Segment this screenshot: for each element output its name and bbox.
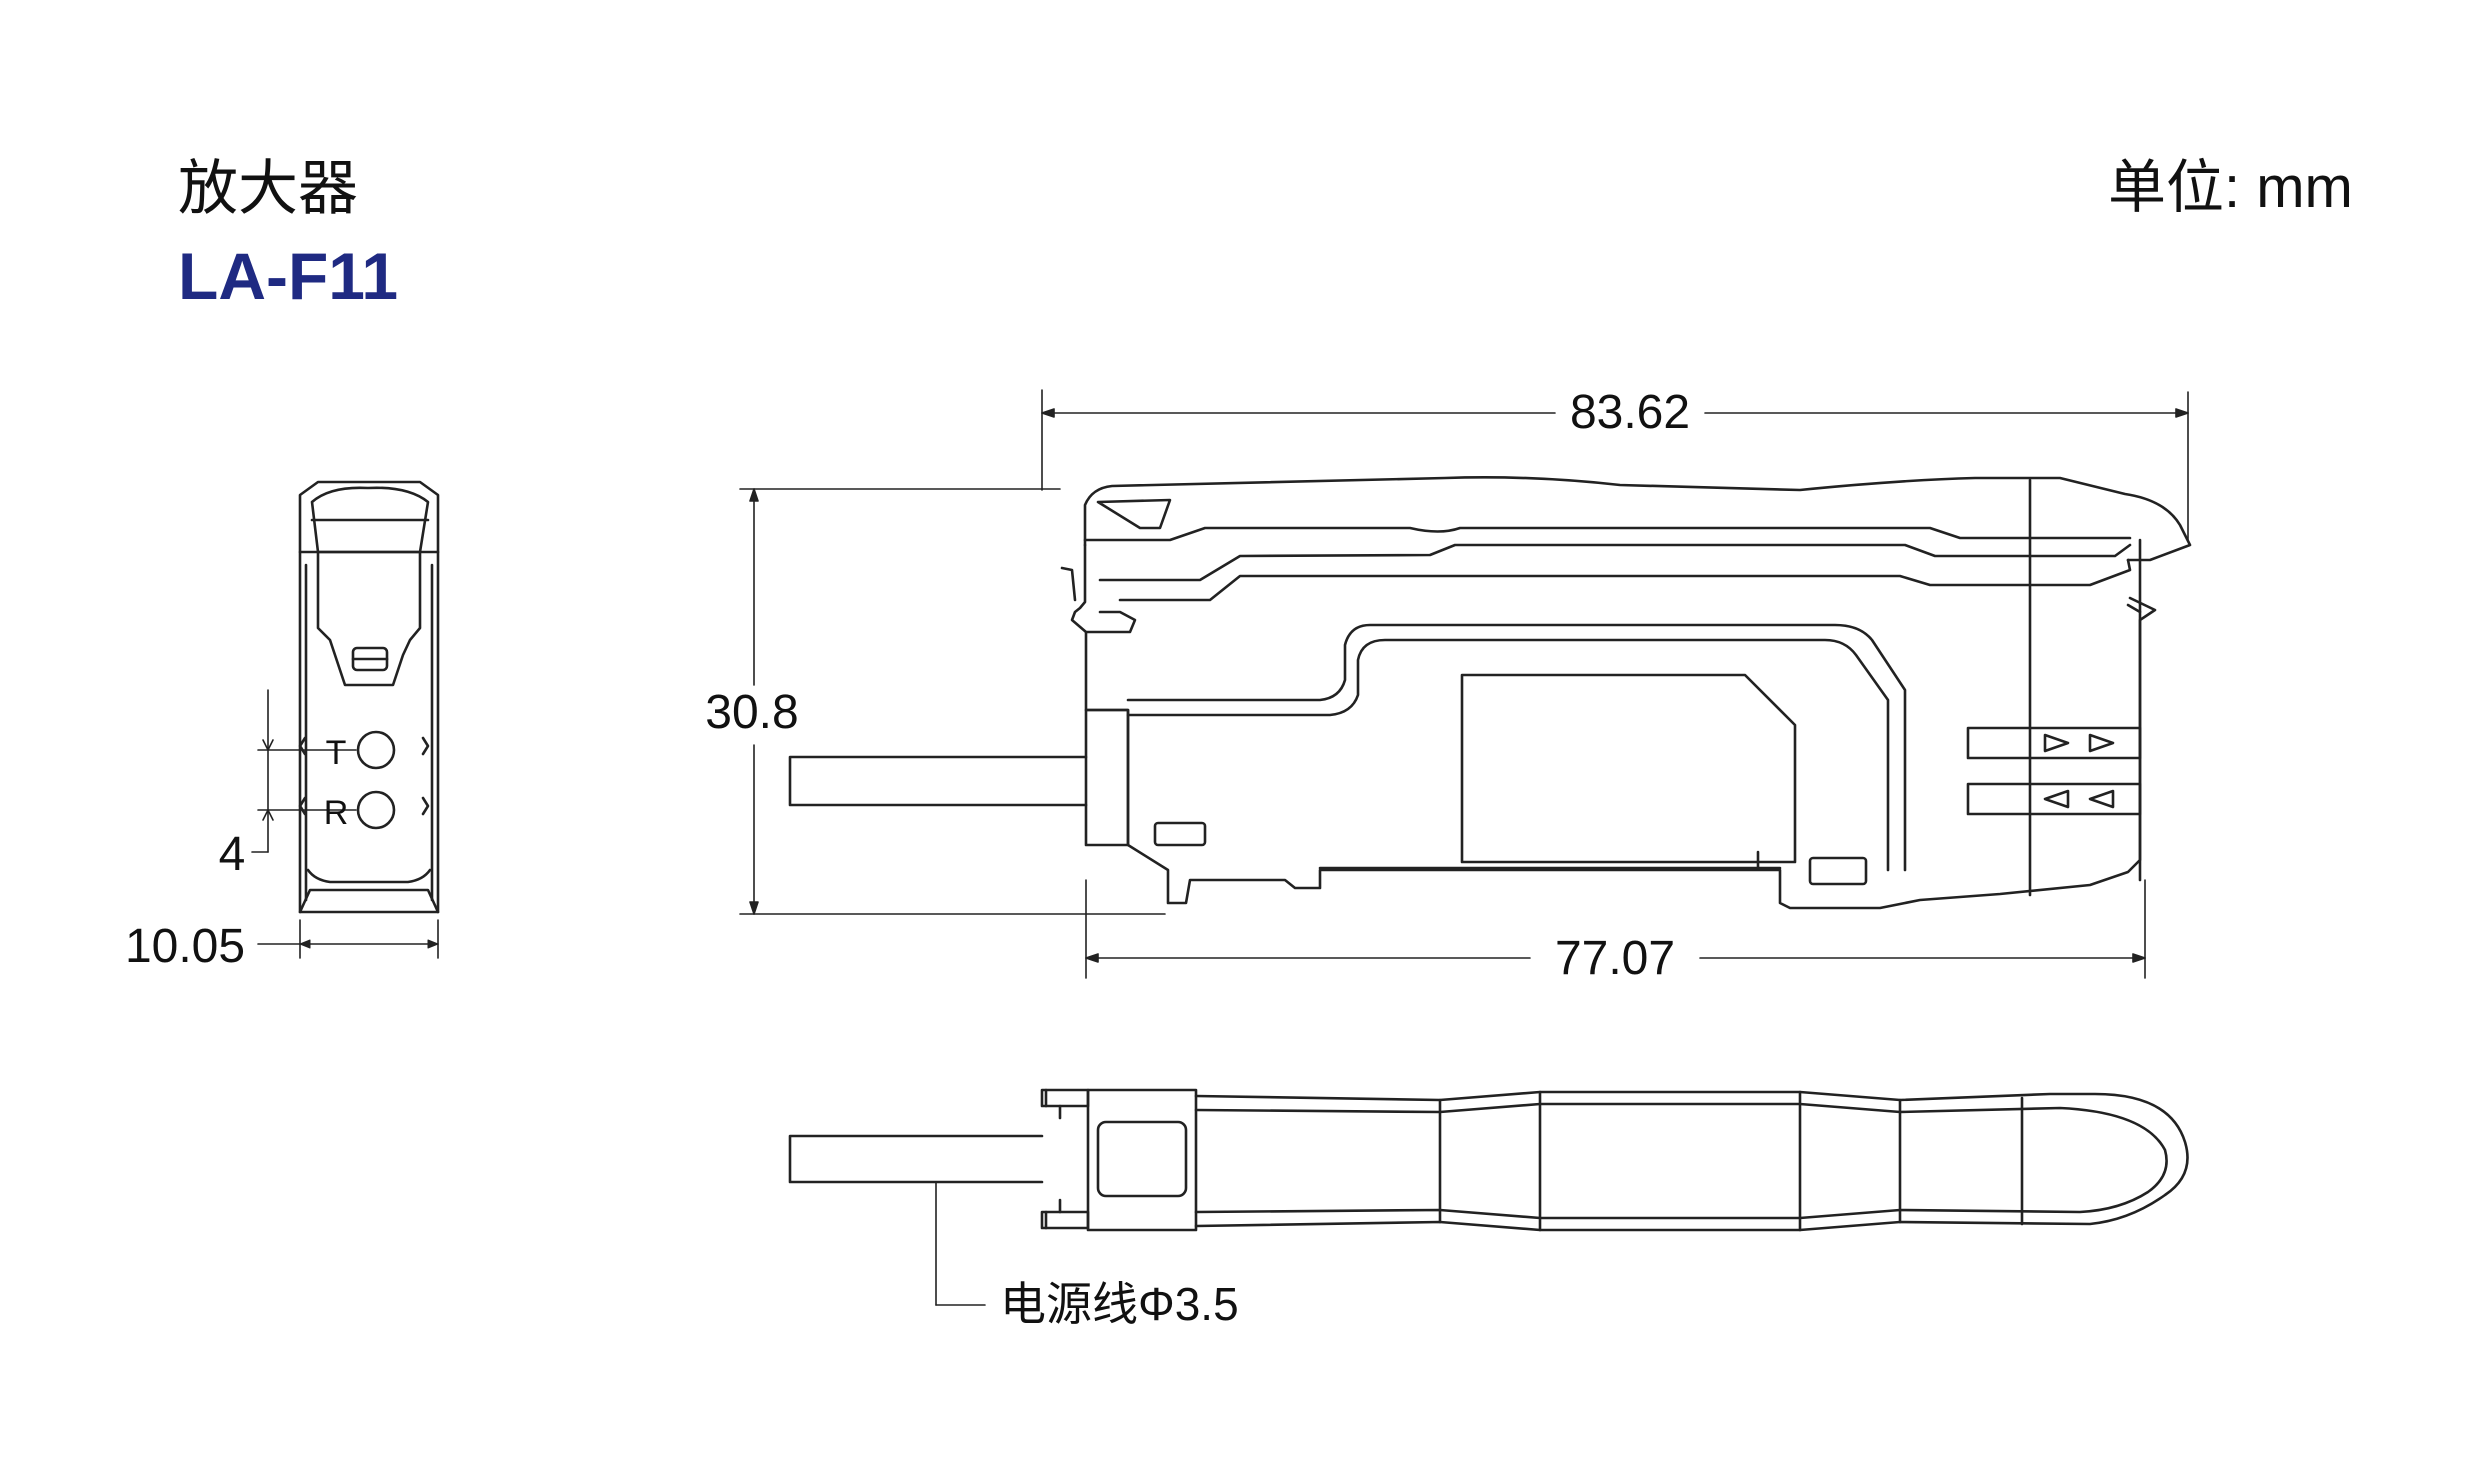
model-number: LA-F11 — [178, 239, 399, 313]
unit-label: 单位: mm — [2108, 155, 2353, 220]
fiber-port-top — [1966, 726, 2142, 760]
dim-body-length: 77.07 — [1555, 932, 1675, 985]
led-label-t: T — [326, 734, 347, 772]
dim-height: 30.8 — [705, 686, 798, 739]
side-view-panel — [1126, 623, 1907, 872]
led-t-indicator — [356, 730, 396, 770]
side-view — [739, 389, 2192, 979]
product-title: 放大器 — [178, 155, 358, 222]
top-view-cable — [788, 1134, 1044, 1184]
dim-overall-length: 83.62 — [1570, 386, 1690, 439]
cable-label: 电源线Φ3.5 — [1000, 1278, 1239, 1330]
front-view-outline — [298, 480, 440, 914]
side-view-latch-left — [1153, 821, 1207, 847]
dim-width: 10.05 — [125, 920, 245, 973]
fiber-port-bottom — [1966, 782, 2142, 816]
top-view-body — [1194, 1090, 2189, 1232]
top-view — [788, 1088, 2189, 1306]
side-view-top-profile — [1083, 476, 2192, 562]
side-view-latch-right — [1808, 856, 1868, 886]
dim-led-pitch: 4 — [219, 828, 246, 881]
side-view-display — [1460, 673, 1797, 864]
side-view-body — [1084, 596, 2157, 910]
led-label-r: R — [324, 794, 349, 832]
side-view-connector — [1084, 708, 1130, 847]
led-r-indicator — [356, 790, 396, 830]
top-view-connector — [1086, 1088, 1198, 1232]
front-view — [251, 480, 440, 959]
front-view-cap — [310, 486, 430, 554]
side-view-cable — [788, 755, 1088, 807]
